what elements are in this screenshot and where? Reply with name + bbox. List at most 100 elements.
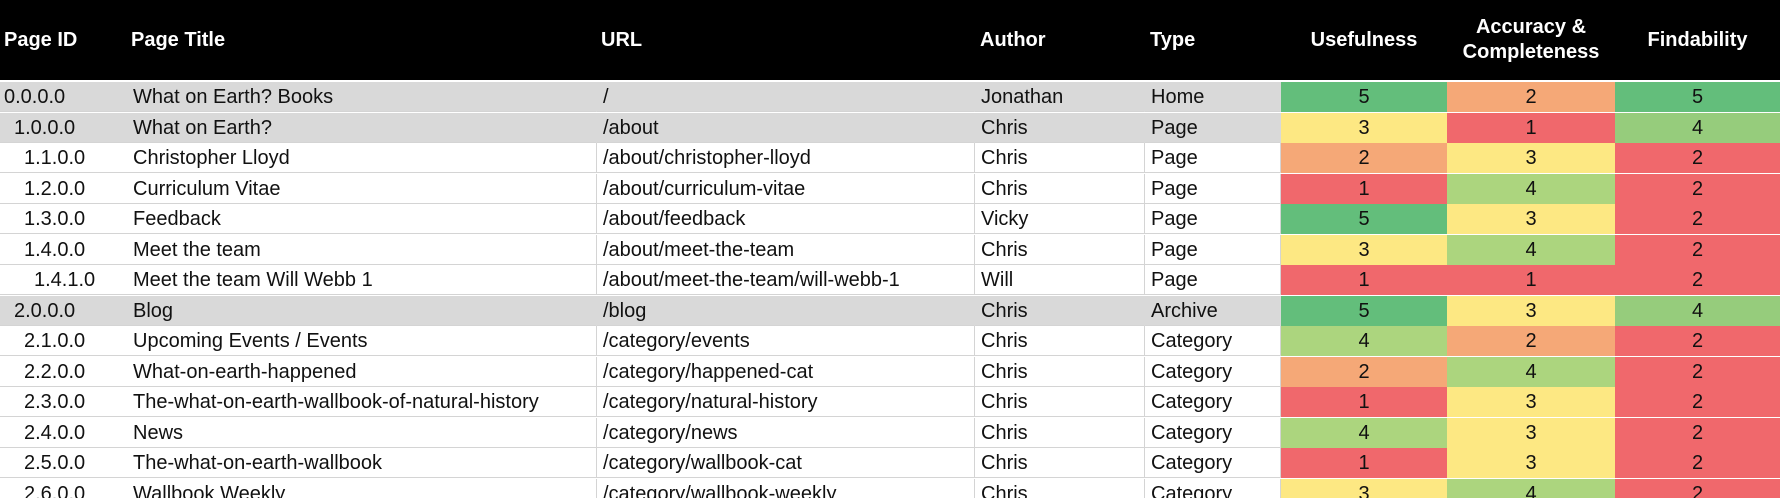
cell-page-id[interactable]: 1.2.0.0 — [24, 177, 86, 200]
cell-accuracy[interactable]: 3 — [1447, 387, 1615, 417]
cell-accuracy[interactable]: 4 — [1447, 173, 1615, 204]
cell-usefulness[interactable]: 3 — [1281, 478, 1447, 498]
cell-type[interactable]: Page — [1145, 173, 1281, 204]
cell-type[interactable]: Page — [1145, 143, 1281, 173]
cell-findability[interactable]: 2 — [1615, 326, 1780, 356]
cell-url[interactable]: /category/events — [597, 326, 975, 356]
header-findability[interactable]: Findability — [1647, 28, 1748, 51]
cell-accuracy[interactable]: 1 — [1447, 265, 1615, 295]
cell-findability[interactable]: 2 — [1615, 143, 1780, 173]
cell-type[interactable]: Page — [1145, 234, 1281, 265]
cell-page-id[interactable]: 2.5.0.0 — [24, 452, 86, 474]
cell-page-id[interactable]: 0.0.0.0 — [4, 86, 66, 108]
cell-author[interactable]: Chris — [975, 173, 1145, 204]
cell-usefulness[interactable]: 5 — [1281, 82, 1447, 112]
cell-accuracy[interactable]: 4 — [1447, 356, 1615, 387]
cell-usefulness[interactable]: 4 — [1281, 326, 1447, 356]
cell-author[interactable]: Jonathan — [975, 82, 1145, 112]
cell-type[interactable]: Home — [1145, 82, 1281, 112]
cell-usefulness[interactable]: 3 — [1281, 234, 1447, 265]
cell-type[interactable]: Page — [1145, 204, 1281, 234]
header-type[interactable]: Type — [1150, 28, 1196, 51]
cell-page-title[interactable]: What on Earth? — [127, 112, 597, 143]
cell-url[interactable]: /about/meet-the-team — [597, 234, 975, 265]
header-page-id[interactable]: Page ID — [4, 28, 78, 51]
cell-usefulness[interactable]: 2 — [1281, 356, 1447, 387]
cell-findability[interactable]: 4 — [1615, 112, 1780, 143]
cell-author[interactable]: Chris — [975, 478, 1145, 498]
cell-findability[interactable]: 2 — [1615, 204, 1780, 234]
cell-type[interactable]: Category — [1145, 478, 1281, 498]
cell-page-title[interactable]: What-on-earth-happened — [127, 356, 597, 387]
cell-page-id[interactable]: 2.3.0.0 — [24, 391, 86, 413]
cell-usefulness[interactable]: 5 — [1281, 295, 1447, 326]
cell-type[interactable]: Archive — [1145, 295, 1281, 326]
cell-author[interactable]: Will — [975, 265, 1145, 295]
header-url[interactable]: URL — [601, 28, 643, 51]
cell-page-title[interactable]: Blog — [127, 295, 597, 326]
cell-accuracy[interactable]: 3 — [1447, 448, 1615, 478]
cell-accuracy[interactable]: 2 — [1447, 82, 1615, 112]
cell-usefulness[interactable]: 1 — [1281, 387, 1447, 417]
cell-type[interactable]: Category — [1145, 356, 1281, 387]
cell-page-title[interactable]: Meet the team Will Webb 1 — [127, 265, 597, 295]
cell-page-id[interactable]: 1.1.0.0 — [24, 147, 86, 169]
cell-url[interactable]: /category/natural-history — [597, 387, 975, 417]
cell-page-title[interactable]: Curriculum Vitae — [127, 173, 597, 204]
cell-page-title[interactable]: Meet the team — [127, 234, 597, 265]
cell-url[interactable]: /category/news — [597, 417, 975, 448]
cell-url[interactable]: / — [597, 82, 975, 112]
cell-type[interactable]: Category — [1145, 387, 1281, 417]
cell-type[interactable]: Category — [1145, 448, 1281, 478]
cell-page-title[interactable]: Upcoming Events / Events — [127, 326, 597, 356]
cell-findability[interactable]: 2 — [1615, 448, 1780, 478]
cell-url[interactable]: /about/curriculum-vitae — [597, 173, 975, 204]
cell-findability[interactable]: 2 — [1615, 478, 1780, 498]
cell-page-id[interactable]: 2.1.0.0 — [24, 330, 86, 352]
cell-page-title[interactable]: Feedback — [127, 204, 597, 234]
cell-author[interactable]: Chris — [975, 112, 1145, 143]
cell-url[interactable]: /category/wallbook-cat — [597, 448, 975, 478]
cell-page-id[interactable]: 1.0.0.0 — [14, 116, 76, 139]
cell-type[interactable]: Category — [1145, 326, 1281, 356]
cell-url[interactable]: /about — [597, 112, 975, 143]
cell-accuracy[interactable]: 1 — [1447, 112, 1615, 143]
cell-usefulness[interactable]: 3 — [1281, 112, 1447, 143]
cell-findability[interactable]: 2 — [1615, 356, 1780, 387]
cell-type[interactable]: Page — [1145, 265, 1281, 295]
cell-author[interactable]: Chris — [975, 143, 1145, 173]
cell-page-title[interactable]: The-what-on-earth-wallbook-of-natural-hi… — [127, 387, 597, 417]
cell-author[interactable]: Chris — [975, 356, 1145, 387]
cell-usefulness[interactable]: 1 — [1281, 265, 1447, 295]
cell-findability[interactable]: 4 — [1615, 295, 1780, 326]
cell-page-id[interactable]: 2.0.0.0 — [14, 299, 76, 322]
cell-usefulness[interactable]: 5 — [1281, 204, 1447, 234]
cell-findability[interactable]: 2 — [1615, 265, 1780, 295]
cell-url[interactable]: /category/wallbook-weekly — [597, 478, 975, 498]
cell-page-id[interactable]: 1.4.0.0 — [24, 238, 86, 261]
cell-usefulness[interactable]: 1 — [1281, 173, 1447, 204]
cell-url[interactable]: /about/meet-the-team/will-webb-1 — [597, 265, 975, 295]
cell-usefulness[interactable]: 4 — [1281, 417, 1447, 448]
cell-page-id[interactable]: 2.6.0.0 — [24, 482, 86, 498]
cell-author[interactable]: Chris — [975, 417, 1145, 448]
cell-page-title[interactable]: Christopher Lloyd — [127, 143, 597, 173]
cell-accuracy[interactable]: 4 — [1447, 478, 1615, 498]
cell-usefulness[interactable]: 1 — [1281, 448, 1447, 478]
cell-url[interactable]: /blog — [597, 295, 975, 326]
cell-accuracy[interactable]: 3 — [1447, 143, 1615, 173]
cell-page-title[interactable]: The-what-on-earth-wallbook — [127, 448, 597, 478]
cell-url[interactable]: /about/feedback — [597, 204, 975, 234]
cell-page-title[interactable]: News — [127, 417, 597, 448]
cell-author[interactable]: Chris — [975, 295, 1145, 326]
cell-type[interactable]: Page — [1145, 112, 1281, 143]
cell-author[interactable]: Chris — [975, 387, 1145, 417]
cell-url[interactable]: /about/christopher-lloyd — [597, 143, 975, 173]
cell-findability[interactable]: 2 — [1615, 417, 1780, 448]
cell-accuracy[interactable]: 2 — [1447, 326, 1615, 356]
cell-page-id[interactable]: 2.2.0.0 — [24, 360, 86, 383]
header-page-title[interactable]: Page Title — [131, 28, 226, 51]
cell-author[interactable]: Chris — [975, 234, 1145, 265]
cell-accuracy[interactable]: 3 — [1447, 204, 1615, 234]
cell-page-id[interactable]: 1.4.1.0 — [34, 269, 96, 291]
